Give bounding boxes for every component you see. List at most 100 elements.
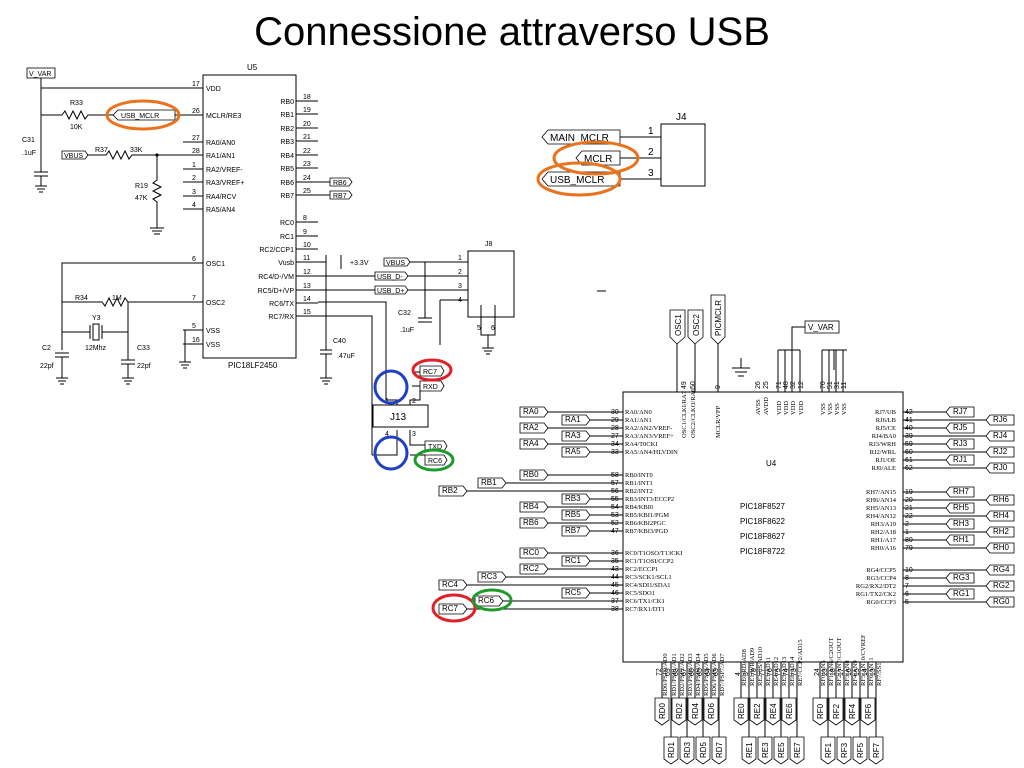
u4-bottom-net-label: RD6 — [707, 702, 716, 719]
u4-pin-name: RB1/INT1 — [625, 480, 653, 487]
rxd-label: RXD — [423, 384, 438, 391]
u4-pin-num: 21 — [905, 505, 913, 512]
u4-left-net-flag — [438, 579, 468, 591]
u4-left-net-label: RB2 — [442, 486, 458, 495]
u4-pin-name: RA1/AN1 — [625, 417, 652, 424]
j8-connector: J8 VBUS USB_D- USB_D+ 1 2 3 4 5 6 C32 .1… — [318, 241, 606, 355]
u4-pin-name: RC1/T1OSI/CCP2 — [625, 558, 674, 565]
u4-pin-name: RH4/AN12 — [866, 513, 896, 520]
u4-bottom-net-flag — [654, 697, 670, 726]
u4-bottom-net-flag — [733, 697, 749, 726]
r19-label: R19 — [135, 183, 148, 190]
u4-pin-name: RE4/AD12 — [773, 657, 780, 686]
r37-value: 33K — [130, 147, 143, 154]
u4-pin-name: RF1/AN6/C2OUT — [828, 638, 835, 686]
u4-bottom-net-flag — [836, 736, 852, 765]
u4-pin-num: 41 — [905, 417, 913, 424]
u4-pin-num: 39 — [905, 433, 913, 440]
highlight-j13-bottom — [373, 435, 409, 471]
j8-vbus-flag — [383, 257, 411, 267]
u4-pin-num: 26 — [755, 381, 762, 389]
u4-pin-name: RG1/TX2/CK2 — [856, 591, 896, 598]
u5-pin-num: 20 — [303, 121, 311, 128]
u4-pin-num: 43 — [611, 566, 619, 573]
u4-pin-name: RJ4/BA0 — [872, 433, 896, 440]
u4-pin-name: RJ5/CE — [876, 425, 896, 432]
u4-pin-name: RH6/AN14 — [866, 497, 897, 504]
r37-label: R37 — [95, 147, 108, 154]
u4-bottom-net-label: RF2 — [832, 703, 841, 719]
u5-pin-num: 11 — [303, 255, 310, 262]
j4-net-label: USB_MCLR — [550, 175, 604, 186]
u4-right-net-flag — [985, 510, 1015, 522]
u5-pin-name: RC5/D+/VP — [258, 288, 295, 295]
highlight-rc7-j13 — [411, 358, 453, 382]
u4-pin-name: RA4/T0CKI — [625, 441, 658, 448]
u4-bottom-net-flag — [852, 736, 868, 765]
u5-pin-num: 12 — [303, 269, 311, 276]
u4-left-net-flag — [477, 477, 507, 489]
highlight-rc6-j13 — [413, 448, 455, 472]
u4-pin-num: 63 — [713, 668, 720, 676]
u4-pin-num: 1 — [905, 529, 909, 536]
u4-left-net-flag — [438, 485, 468, 497]
u5-pin-name: RB1 — [280, 112, 294, 119]
j13-rc6-label: RC6 — [428, 458, 442, 465]
u5-pin-num: 26 — [192, 108, 200, 115]
u4-pin-name: RF6/AN11 — [868, 657, 875, 686]
r33-value: 10K — [70, 124, 83, 131]
u4-left-net-flag — [519, 438, 549, 450]
r34-label: R34 — [75, 295, 88, 302]
u4-part-name: PIC18F8622 — [740, 517, 785, 526]
u4-bottom-net-flag — [773, 736, 789, 765]
u4-pin-name: RJ6/LB — [876, 417, 897, 424]
u4-left-net-flag — [561, 525, 591, 537]
u4-right-net-label: RG0 — [993, 597, 1010, 606]
u5-pin-num: 21 — [303, 134, 311, 141]
u4-pin-name: RB5/KBI1/PGM — [625, 512, 669, 519]
u4-pin-num: 23 — [822, 668, 829, 676]
u4-right-net-flag — [945, 534, 975, 546]
u4-pin-name: AVSS — [755, 399, 762, 415]
u4-bottom-net-label: RF6 — [864, 703, 873, 719]
u4-right-net-label: RJ5 — [953, 423, 968, 432]
u4-right-net-label: RG1 — [953, 589, 970, 598]
u4-left-net-flag — [519, 422, 549, 434]
j8-pin-2: 2 — [458, 269, 462, 276]
u4-bottom-net-flag — [781, 697, 797, 726]
u4-pin-name: RF7/SS1 — [876, 663, 883, 687]
u4-pin-num: 42 — [905, 409, 913, 416]
u4-pin-name: RD6/PSP6/AD6 — [711, 653, 718, 696]
j4-pin-num: 1 — [648, 126, 654, 137]
u4-pin-num: 77 — [759, 668, 766, 676]
highlight-mclr — [552, 140, 640, 176]
u4-pin-name: VSS — [827, 403, 834, 415]
u4-pin-name: RC4/SDI1/SDA1 — [625, 582, 671, 589]
u4-pin-name: RB2/INT2 — [625, 488, 653, 495]
u4-pin-name: RD1/PSP1/AD1 — [671, 653, 678, 696]
u5-pin-num: 18 — [303, 94, 311, 101]
u4-right-net-flag — [945, 486, 975, 498]
u4-pin-num: 76 — [767, 668, 774, 676]
u4-bottom-net-label: RF3 — [840, 742, 849, 758]
u4-right-net-label: RJ6 — [993, 415, 1008, 424]
u5-ref: U5 — [247, 63, 258, 72]
vbus-flag-left — [61, 150, 89, 160]
u4-left-net-flag — [561, 509, 591, 521]
u4-pin-num: 54 — [611, 504, 619, 511]
u4-pin-num: 31 — [834, 381, 841, 389]
u4-bottom-net-flag — [820, 736, 836, 765]
u4-right-net-label: RG2 — [993, 581, 1010, 590]
u4-right-net-label: RJ1 — [953, 455, 968, 464]
u4-pin-num: 72 — [656, 668, 663, 676]
u4-bottom-net-flag — [844, 697, 860, 726]
j8-shield-6: 6 — [491, 325, 495, 332]
u5-pin-num: 1 — [192, 162, 196, 169]
u4-pin-num: 48 — [783, 381, 790, 389]
u4-right-net-label: RH0 — [993, 543, 1010, 552]
u4-pin-name: RD0/PSP0/AD0 — [662, 653, 669, 696]
u4-part-name: PIC18F8627 — [740, 532, 785, 541]
